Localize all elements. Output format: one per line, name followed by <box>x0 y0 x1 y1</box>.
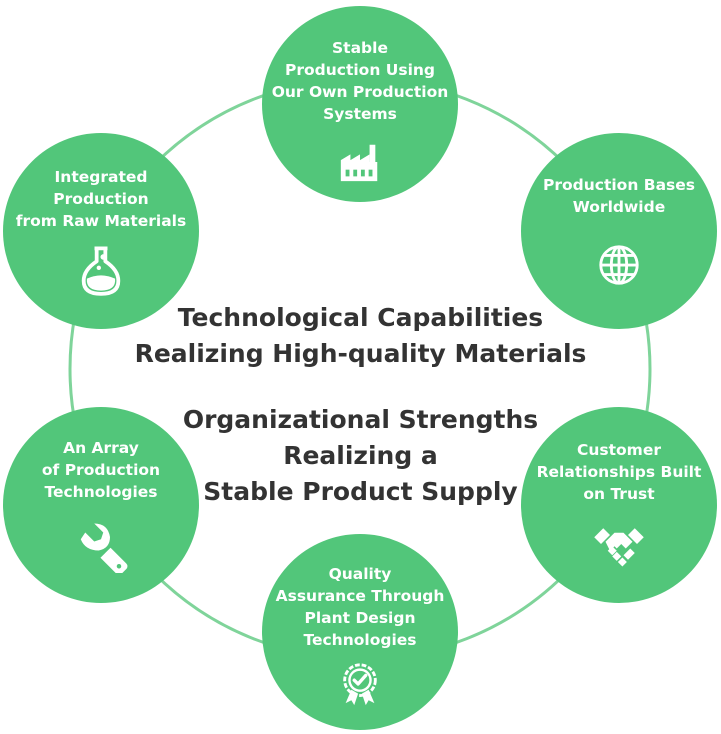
node-label: Customer Relationships Built on Trust <box>536 441 702 503</box>
node-production-bases: Production Bases Worldwide <box>521 133 717 329</box>
node-stable-production: Stable Production Using Our Own Producti… <box>262 6 458 202</box>
node-label: An Array of Production Technologies <box>41 439 161 501</box>
technological-capabilities-heading: Technological Capabilities Realizing Hig… <box>134 303 587 368</box>
node-label: Stable Production Using Our Own Producti… <box>271 39 449 123</box>
factory-icon <box>340 144 378 182</box>
flask-icon <box>81 246 121 296</box>
award-ribbon-icon <box>343 663 377 706</box>
handshake-icon <box>594 528 644 567</box>
globe-icon <box>599 245 639 285</box>
node-integrated-production: Integrated Production from Raw Materials <box>3 133 199 329</box>
node-label: Quality Assurance Through Plant Design T… <box>275 565 445 649</box>
node-quality-assurance: Quality Assurance Through Plant Design T… <box>262 534 458 730</box>
organizational-strengths-heading: Organizational Strengths Realizing a Sta… <box>182 405 539 506</box>
node-production-technologies: An Array of Production Technologies <box>3 407 199 603</box>
node-customer-relationships: Customer Relationships Built on Trust <box>521 407 717 603</box>
node-label: Production Bases Worldwide <box>542 176 695 216</box>
wrench-icon <box>80 523 128 573</box>
node-label: Integrated Production from Raw Materials <box>15 168 187 230</box>
